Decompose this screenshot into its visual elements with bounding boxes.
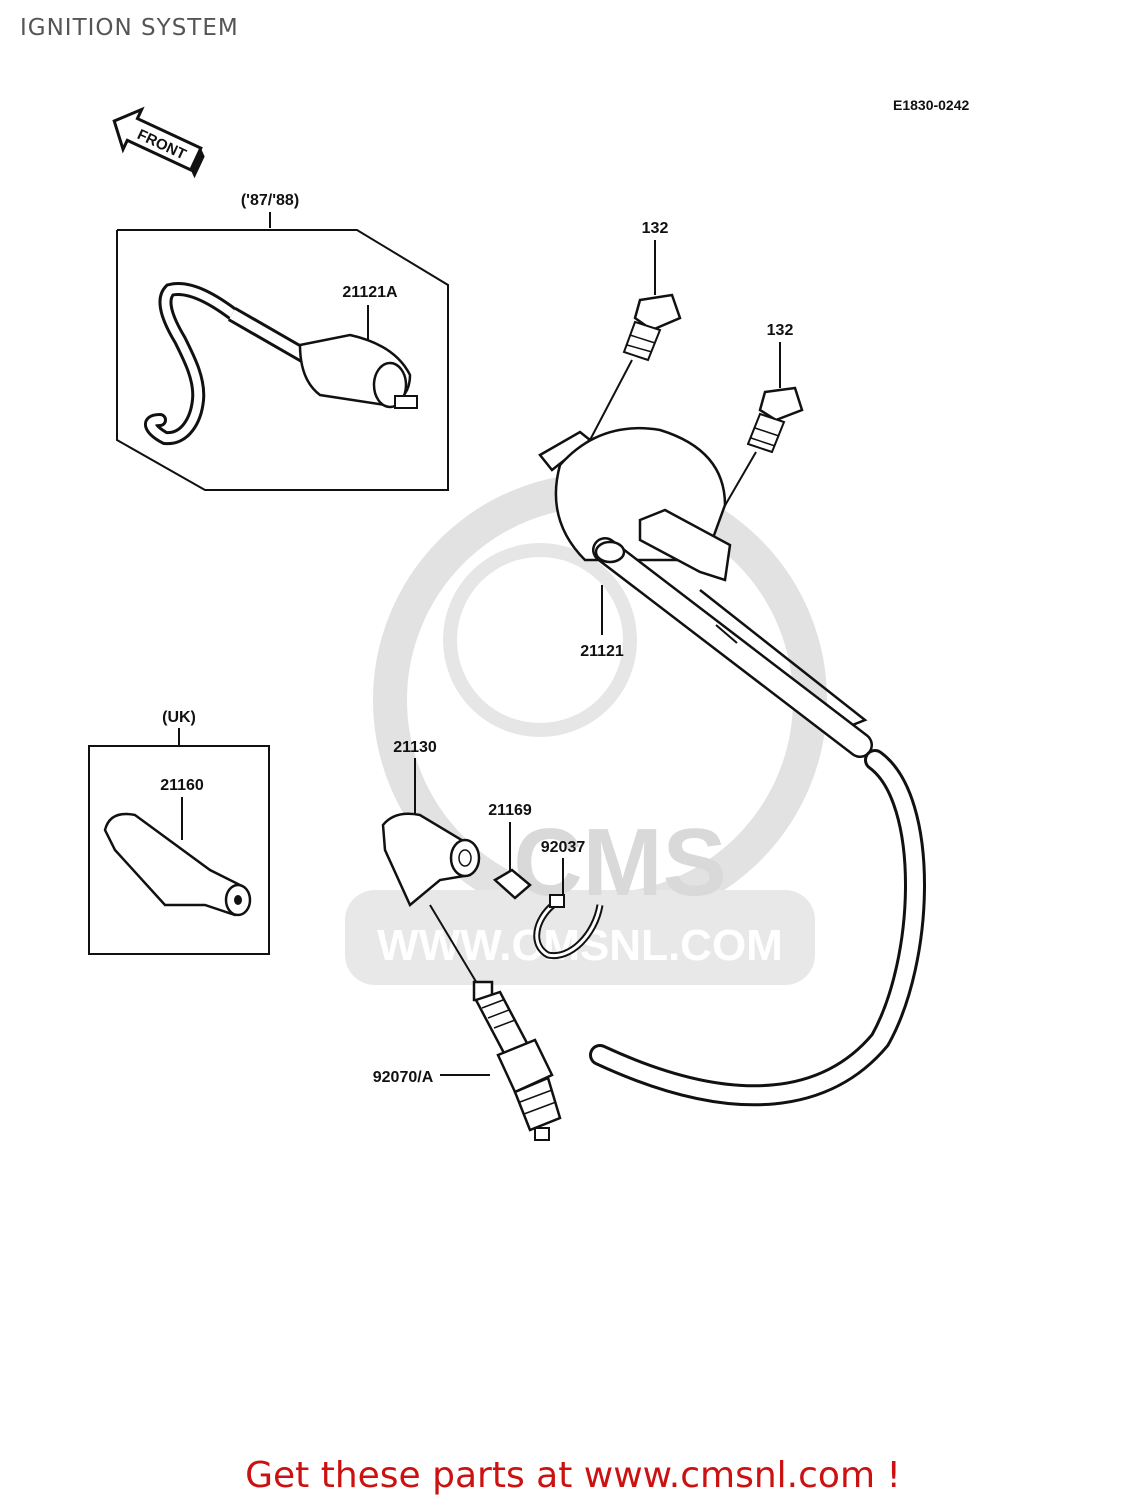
page-title: IGNITION SYSTEM <box>20 15 239 41</box>
plug-cap-21130: 21130 <box>381 739 481 986</box>
diagram-code: E1830-0242 <box>893 97 970 113</box>
variant-box-uk: (UK) 21160 <box>88 709 270 955</box>
bolt-132-b: 132 <box>704 322 804 541</box>
part-label-132-a: 132 <box>642 220 669 237</box>
promo-link[interactable]: Get these parts at www.cmsnl.com ! <box>245 1455 901 1496</box>
spark-plug-92070A: 92070/A <box>373 980 562 1141</box>
band-92037: 92037 <box>533 839 604 960</box>
part-label-21121A: 21121A <box>342 284 398 301</box>
part-label-21160: 21160 <box>160 777 204 794</box>
variant-box-87-88: ('87/'88) 21121A <box>116 192 449 491</box>
part-label-132-b: 132 <box>767 322 794 339</box>
front-arrow-icon: FRONT <box>112 106 205 179</box>
part-label-21169: 21169 <box>488 802 532 819</box>
ignition-coil-21121: 21121 <box>538 426 926 1107</box>
part-label-21130: 21130 <box>393 739 437 756</box>
clamp-21169: 21169 <box>488 802 532 900</box>
watermark-brand: CMS <box>513 809 726 916</box>
variant-label-uk: (UK) <box>162 709 196 726</box>
variant-label-87-88: ('87/'88) <box>241 192 299 209</box>
bolt-132-a: 132 <box>589 220 682 441</box>
part-label-92037: 92037 <box>541 839 586 856</box>
watermark-logo: CMS WWW.CMSNL.COM <box>345 473 827 985</box>
part-label-21121: 21121 <box>580 643 624 660</box>
part-label-92070A: 92070/A <box>373 1069 434 1086</box>
